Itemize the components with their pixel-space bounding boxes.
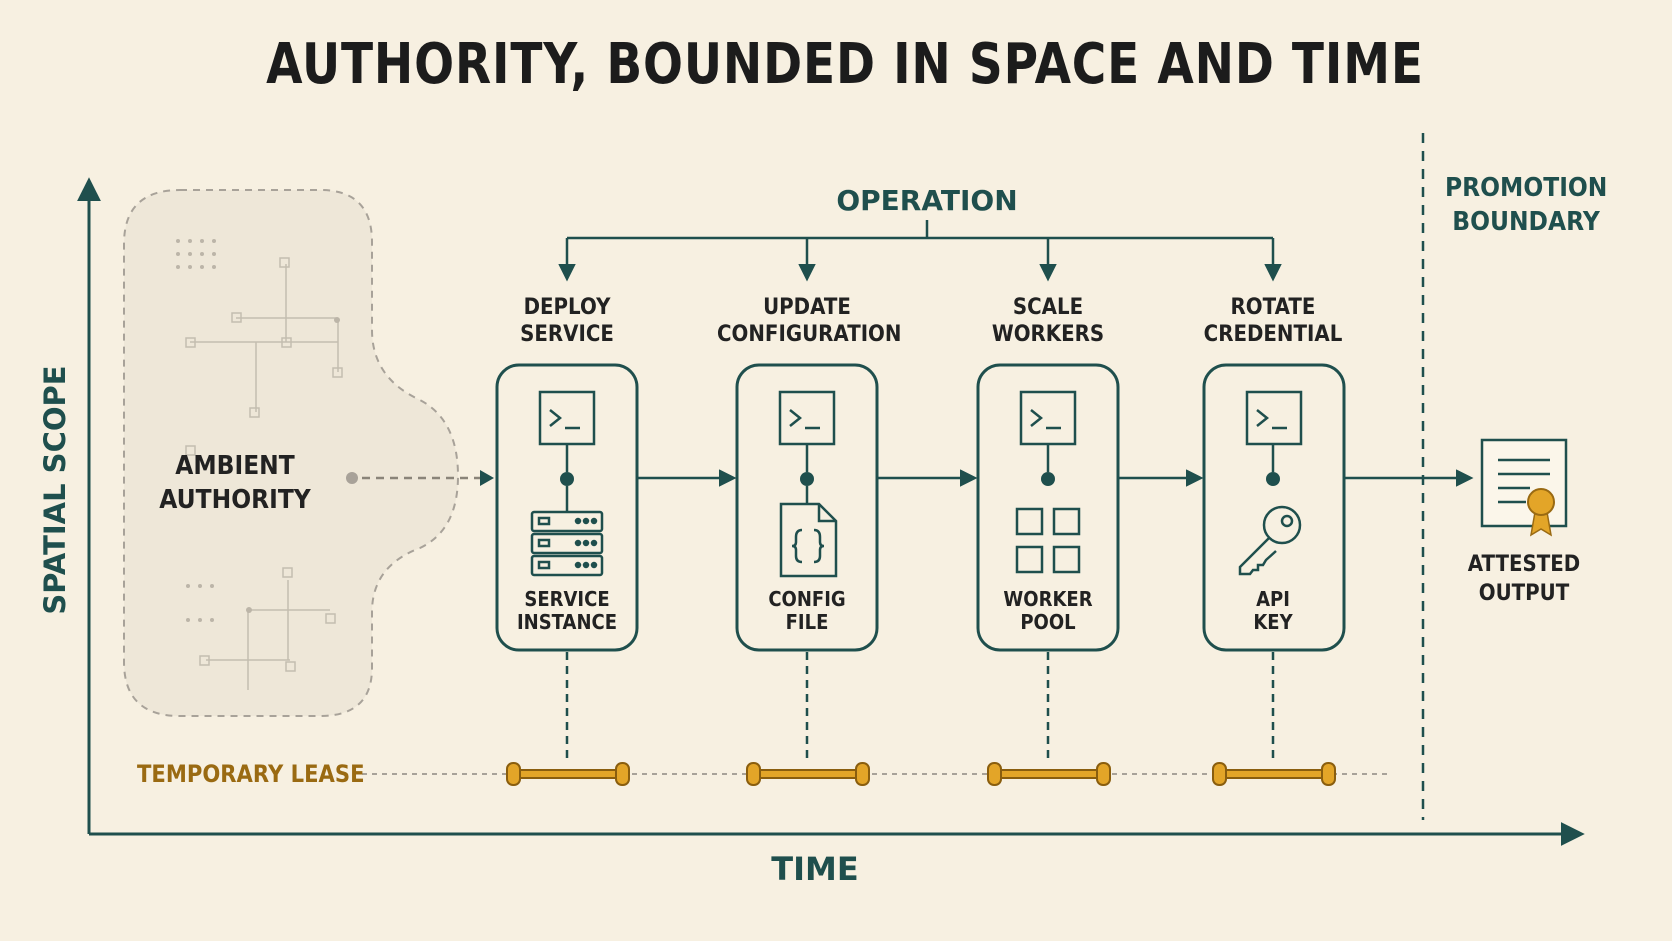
step-card-scale [976,363,1120,652]
lease-bar [512,769,624,779]
ambient-source-dot [346,472,358,484]
lease-drops [565,652,1275,762]
lease-bars [506,762,1336,786]
step-1-resource-line2: INSTANCE [516,610,618,634]
step-3-operation-line2: WORKERS [991,322,1105,347]
seal-icon [1527,488,1555,537]
terminal-icon [538,390,596,446]
ambient-dot-grids [176,239,340,622]
terminal-icons [538,390,1303,512]
x-axis-label: TIME [771,850,859,888]
ambient-label-line2: AUTHORITY [159,485,311,515]
terminal-icon [1019,390,1077,446]
lease-bar [1218,769,1330,779]
terminal-icon [778,390,836,446]
key-icon [1238,505,1302,576]
ambient-network-texture [185,257,343,690]
server-icon [530,510,604,577]
lease-bar [993,769,1105,779]
terminal-icon [1245,390,1303,446]
step-2-resource-line2: FILE [785,610,829,634]
step-card-deploy [495,363,639,652]
step-4-operation-line2: CREDENTIAL [1203,322,1343,347]
worker-grid-icon [1015,507,1081,574]
step-4-resource-line2: KEY [1253,610,1293,634]
step-2-resource-line1: CONFIG [768,587,846,611]
step-card-update [735,363,879,652]
temporary-lease-label: TEMPORARY LEASE [137,760,365,788]
promotion-label-line1: PROMOTION [1445,173,1608,203]
step-4-operation-line1: ROTATE [1230,295,1316,320]
step-2-operation-line2: CONFIGURATION [717,322,902,347]
connector-dots [560,472,1280,486]
output-label-line2: OUTPUT [1478,581,1570,606]
step-1-operation-line1: DEPLOY [523,295,611,320]
step-1-resource-line1: SERVICE [524,587,610,611]
promotion-label-line2: BOUNDARY [1452,207,1600,237]
step-1-operation-line2: SERVICE [520,322,614,347]
operation-label: OPERATION [836,184,1018,217]
step-3-resource-line1: WORKER [1003,587,1093,611]
y-axis-label: SPATIAL SCOPE [37,365,72,615]
step-3-resource-line2: POOL [1020,610,1076,634]
step-card-rotate [1202,363,1346,652]
lease-bar [752,769,864,779]
step-3-operation-line1: SCALE [1012,295,1084,320]
ambient-authority-region [123,189,460,717]
step-4-resource-line1: API [1256,587,1290,611]
config-file-icon [779,502,838,578]
ambient-label-line1: AMBIENT [175,451,295,481]
step-cards [495,363,1346,652]
certificate-icon [1480,438,1568,528]
step-2-operation-line1: UPDATE [763,295,851,320]
output-label-line1: ATTESTED [1467,552,1581,577]
page-title: AUTHORITY, BOUNDED IN SPACE AND TIME [266,32,1424,97]
operation-bracket [558,220,1282,282]
